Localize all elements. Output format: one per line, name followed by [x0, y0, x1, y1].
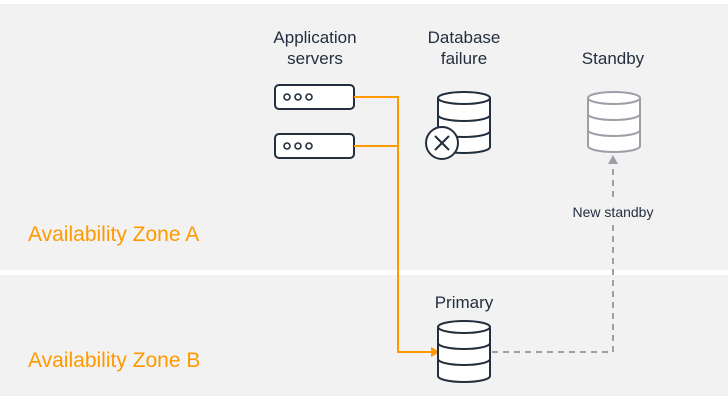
database-failure-label: Database failure — [427, 28, 501, 68]
primary-label: Primary — [434, 293, 494, 312]
database-failure-icon — [425, 91, 491, 160]
arrowhead-icon — [431, 347, 440, 357]
standby-database-icon — [587, 91, 641, 153]
new-standby-replication-line — [492, 164, 614, 353]
availability-zone-b — [0, 275, 728, 396]
app-to-primary-connector — [354, 96, 432, 353]
standby-label: Standby — [581, 49, 645, 68]
app-server-icon — [274, 84, 355, 110]
new-standby-label: New standby — [572, 204, 654, 220]
zone-b-label: Availability Zone B — [28, 349, 201, 372]
primary-database-icon — [437, 320, 491, 383]
dashed-arrowhead-icon — [608, 155, 618, 164]
app-servers-label: Application servers — [273, 28, 357, 68]
app-server-icon — [274, 133, 355, 159]
zone-a-label: Availability Zone A — [28, 223, 200, 246]
